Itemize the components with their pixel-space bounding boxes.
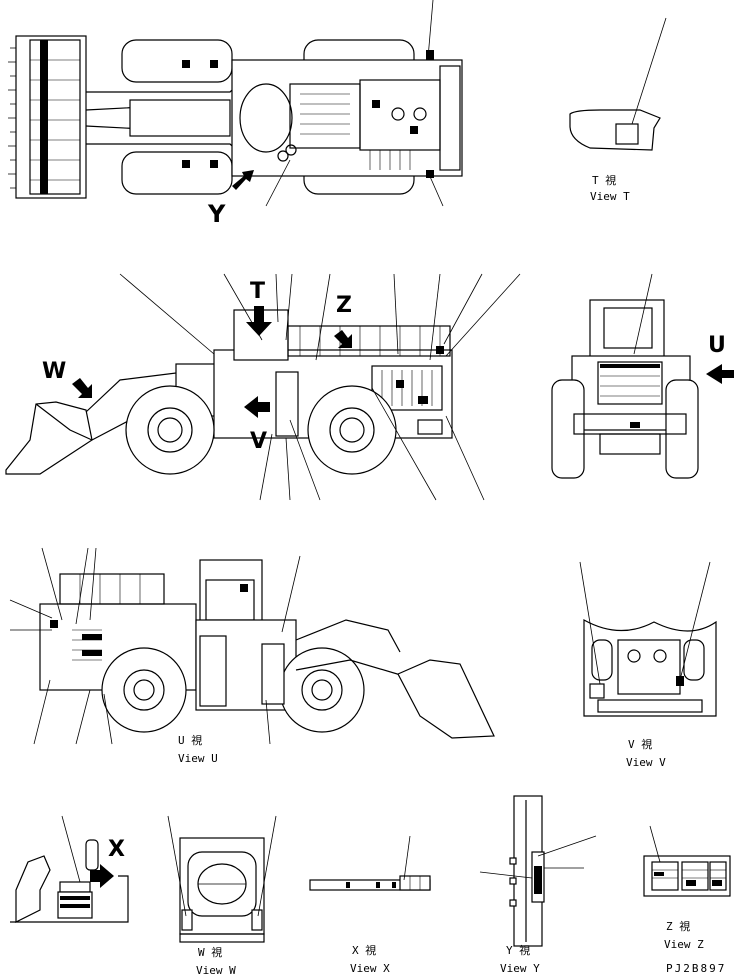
view-w-detail [167, 815, 277, 943]
arrow-u-rear [706, 364, 734, 384]
caption-view-w-en: View W [196, 964, 236, 976]
caption-view-y-jp: Y 視 [506, 943, 530, 957]
top-plan-view [8, 0, 463, 207]
caption-view-z-en: View Z [664, 938, 704, 951]
caption-view-t-en: View T [590, 190, 630, 203]
view-y-detail [479, 795, 597, 947]
arrow-label-u: U [708, 333, 726, 358]
arrow-label-t: T [250, 279, 265, 304]
arrow-label-x: X [108, 837, 125, 862]
caption-view-u-jp: U 視 [178, 733, 202, 747]
drawing-code: PJ2B897 [666, 962, 726, 975]
operator-seat-view [10, 815, 129, 923]
caption-view-z-jp: Z 視 [666, 919, 690, 933]
caption-view-x-en: View X [350, 962, 390, 975]
arrow-x [90, 864, 114, 888]
caption-view-v-en: View V [626, 756, 666, 769]
caption-view-w-jp: W 視 [198, 945, 222, 959]
side-view-left [5, 273, 521, 501]
caption-view-y-en: View Y [500, 962, 540, 975]
arrow-label-w: W [42, 359, 66, 384]
caption-view-x-jp: X 視 [352, 943, 376, 957]
arrow-label-v: V [250, 429, 267, 454]
caption-view-u-en: View U [178, 752, 218, 765]
view-t-detail [569, 17, 667, 151]
caption-view-v-jp: V 視 [628, 737, 652, 751]
arrow-label-y: Y [207, 200, 226, 228]
arrow-label-z: Z [336, 293, 352, 318]
caption-view-t-jp: T 視 [592, 173, 616, 187]
rear-view [551, 273, 699, 479]
view-v-detail [579, 561, 717, 717]
view-u-side [9, 547, 495, 745]
view-z-detail [643, 825, 731, 897]
view-x-detail [309, 835, 431, 891]
